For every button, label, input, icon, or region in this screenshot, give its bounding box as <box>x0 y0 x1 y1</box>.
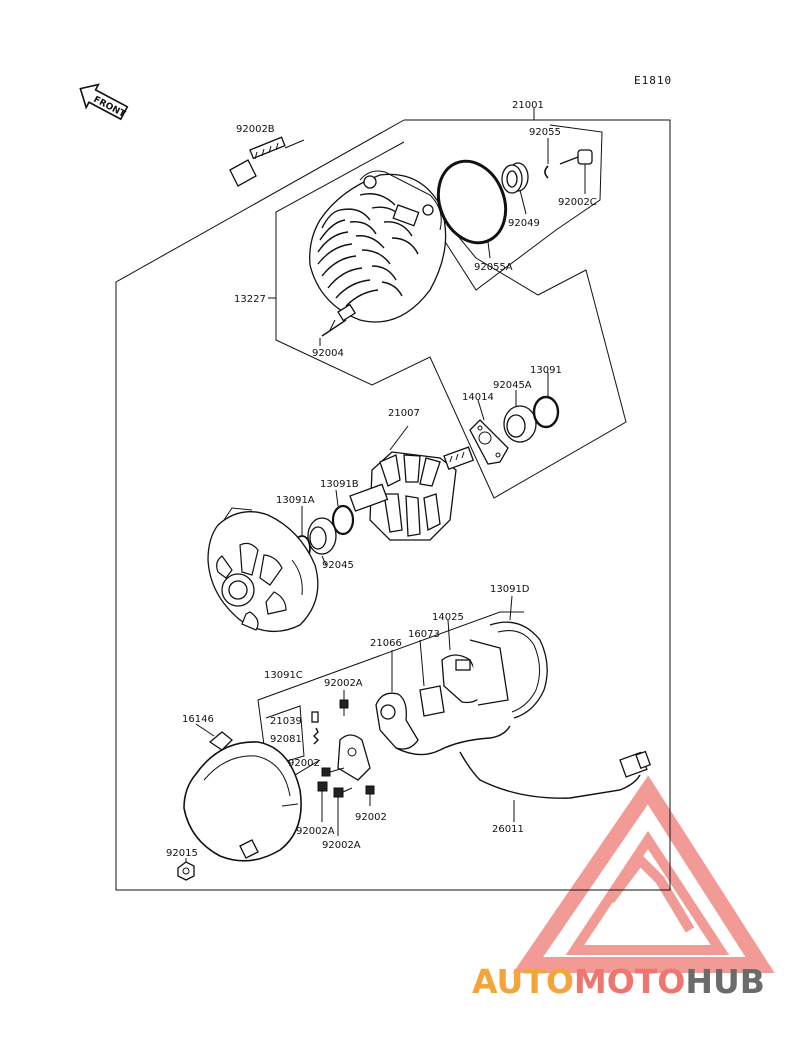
wire-harness <box>395 725 511 756</box>
front-arrow-icon: FRONT <box>79 83 129 121</box>
callout-92055: 92055 <box>529 127 561 138</box>
ring-13091b <box>331 504 355 536</box>
callout-92002a-top: 92002A <box>324 678 363 689</box>
callout-92049: 92049 <box>508 218 540 229</box>
callout-92002a-low: 92002A <box>322 840 361 851</box>
screw-92002-left <box>321 767 345 777</box>
screw-92002a-top <box>339 690 349 716</box>
bearing-92049 <box>501 162 529 215</box>
watermark-hub: HUB <box>685 962 765 1001</box>
callout-92002c: 92002C <box>558 197 597 208</box>
bolt-92004 <box>319 303 357 346</box>
watermark-moto: MOTO <box>573 962 686 1001</box>
callout-92081: 92081 <box>270 734 302 745</box>
callout-92002b: 92002B <box>236 124 275 135</box>
callout-16146: 16146 <box>182 714 214 725</box>
callout-13091d: 13091D <box>490 584 530 595</box>
screw-92002a-mid <box>317 781 328 822</box>
callout-92002a-mid: 92002A <box>296 826 335 837</box>
assembly-outline <box>115 119 671 891</box>
callout-92055a: 92055A <box>474 262 513 273</box>
screw-92002-right <box>365 785 375 806</box>
callout-21066: 21066 <box>370 638 402 649</box>
callout-26011: 26011 <box>492 824 524 835</box>
watermark-triangle-logo <box>512 775 775 973</box>
spring-92081 <box>313 727 319 745</box>
connector-26011 <box>619 750 652 778</box>
callout-13091c: 13091C <box>264 670 303 681</box>
callout-14014: 14014 <box>462 392 494 403</box>
callout-13227: 13227 <box>234 294 266 305</box>
callout-labels: 21001 92002B 92055 92002C 92049 92055A 1… <box>166 100 597 859</box>
terminal-21039 <box>311 711 319 723</box>
callout-16073: 16073 <box>408 629 440 640</box>
nut-92015 <box>177 858 195 881</box>
rear-housing-13227 <box>309 170 447 331</box>
regulator-21066 <box>375 650 419 750</box>
brush-16073 <box>419 639 445 717</box>
callout-21039: 21039 <box>270 716 302 727</box>
o-ring-92055a <box>436 159 508 245</box>
callout-92002-right: 92002 <box>355 812 387 823</box>
watermark-text: AUTOMOTOHUB <box>472 962 765 1001</box>
bearing-92045a <box>503 405 537 443</box>
callout-13091b: 13091B <box>320 479 359 490</box>
diagram-code: E1810 <box>634 74 672 87</box>
bolt-92002b <box>229 136 305 187</box>
bearing-92045 <box>307 517 337 555</box>
ring-13091 <box>532 395 560 429</box>
brush-holder-13091d <box>489 595 548 719</box>
circlip-92055 <box>544 165 549 179</box>
callout-21001: 21001 <box>512 100 544 111</box>
callout-14025: 14025 <box>432 612 464 623</box>
plate-14025 <box>441 619 509 706</box>
screw-92002a-low <box>333 787 353 836</box>
callout-13091a: 13091A <box>276 495 315 506</box>
bolt-92002c <box>559 149 593 194</box>
front-housing <box>207 507 319 633</box>
callout-92015: 92015 <box>166 848 198 859</box>
callout-13091: 13091 <box>530 365 562 376</box>
cover-16146 <box>183 723 302 862</box>
bearing-plate-14014 <box>469 419 509 465</box>
callout-92002-left: 92002 <box>288 758 320 769</box>
callout-21007: 21007 <box>388 408 420 419</box>
rear-housing-bracket <box>275 141 627 499</box>
callout-92045a: 92045A <box>493 380 532 391</box>
brush-plate <box>337 734 371 781</box>
watermark-auto: AUTO <box>472 962 574 1001</box>
callout-92045: 92045 <box>322 560 354 571</box>
rotor-21007 <box>349 425 475 541</box>
callout-92004: 92004 <box>312 348 344 359</box>
